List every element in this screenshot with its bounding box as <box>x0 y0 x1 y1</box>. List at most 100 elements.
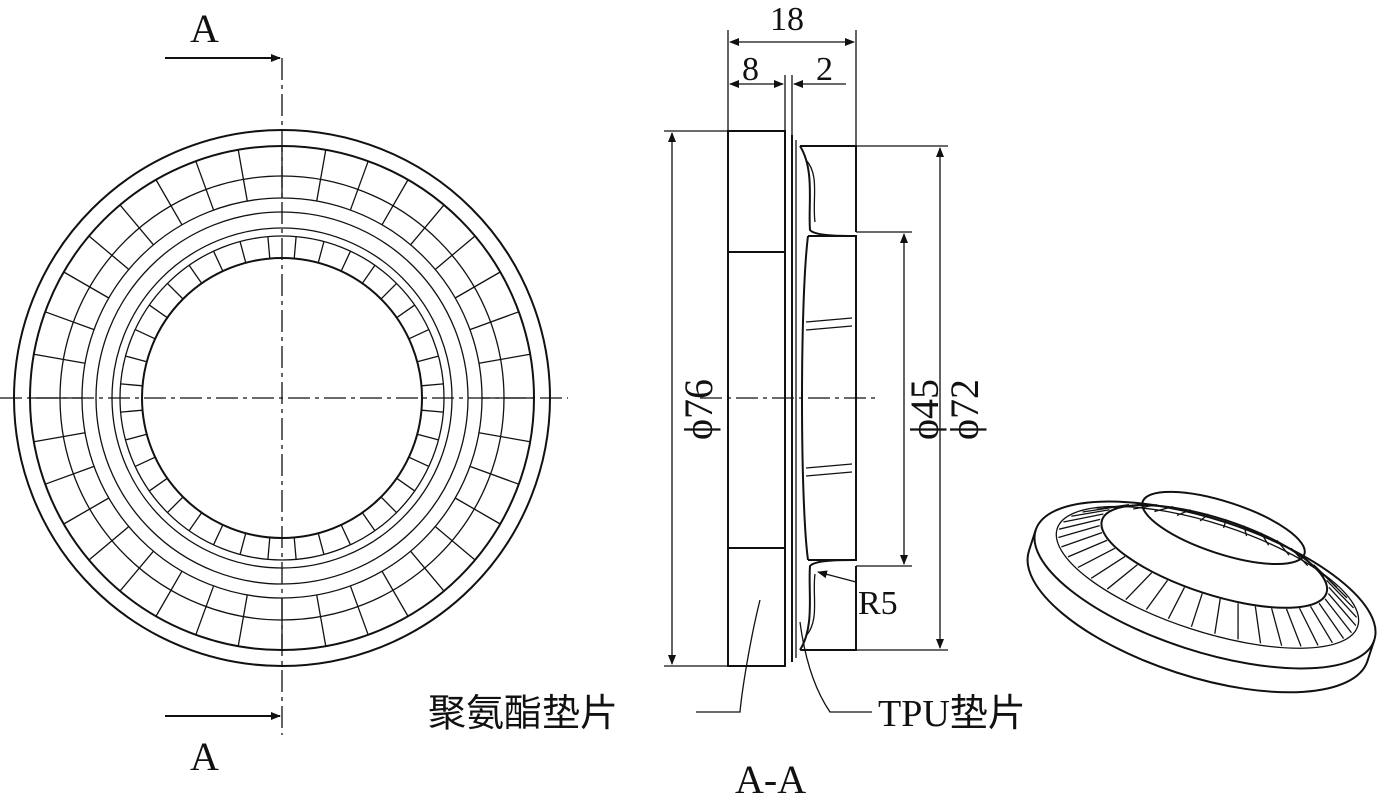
iso-rib-line <box>1276 539 1290 556</box>
rib-line <box>155 570 183 617</box>
rib-line <box>454 497 501 525</box>
rib-line <box>469 465 520 485</box>
rib-line <box>349 585 369 636</box>
rib-line <box>188 512 203 532</box>
pu-pad-section-top <box>727 130 786 253</box>
rib-line <box>434 526 476 561</box>
rib-line <box>421 383 444 387</box>
rib-line <box>155 179 183 226</box>
iso-rib-line <box>1270 608 1283 646</box>
rib-line <box>134 456 156 468</box>
rib-line <box>340 250 352 272</box>
rib-line <box>293 236 297 259</box>
rib-line <box>381 570 409 617</box>
rib-line <box>188 264 203 284</box>
iso-rib-line <box>1327 593 1357 627</box>
iso-bore <box>1141 490 1306 566</box>
rib-line <box>166 282 184 300</box>
rib-line <box>478 353 531 364</box>
iso-rib-line <box>1071 509 1110 517</box>
rib-line <box>44 465 95 485</box>
radius-leader <box>817 570 857 583</box>
section-title: A-A <box>735 757 806 799</box>
dim-outer-diameter: ϕ76 <box>676 379 721 440</box>
dim-radius: R5 <box>858 585 898 622</box>
tpu-pad-leader <box>799 621 872 713</box>
section-view: 18 8 2 ϕ76 ϕ45 ϕ72 R5 聚氨酯垫片 TPU垫片 A-A <box>428 1 1026 799</box>
iso-rib-line <box>1067 539 1108 558</box>
rib-line <box>396 477 416 492</box>
section-mark-top: A <box>190 6 219 51</box>
rib-line <box>88 526 130 561</box>
iso-rib-line <box>1058 518 1101 530</box>
label-tpu-pad: TPU垫片 <box>878 693 1026 735</box>
rib-line <box>361 512 376 532</box>
iso-ribs <box>1058 503 1358 647</box>
iso-rib-line <box>1324 598 1353 634</box>
rib-line <box>396 304 416 319</box>
iso-rib-line <box>1309 606 1333 644</box>
rib-line <box>148 477 168 492</box>
iso-rib-line <box>1096 504 1130 510</box>
rib-line <box>421 409 444 413</box>
rib-line <box>239 533 247 555</box>
iso-rib-line <box>1326 579 1355 609</box>
rib-line <box>166 496 184 514</box>
iso-rib-line <box>1058 525 1100 539</box>
pu-pad-section-bottom <box>727 547 786 667</box>
rib-line <box>239 241 247 263</box>
rib-line <box>293 537 297 560</box>
rib-line <box>410 550 445 592</box>
iso-rib-line <box>1090 555 1126 579</box>
iso-rib-line <box>1254 606 1262 644</box>
rib-line <box>119 550 154 592</box>
rib-line <box>361 264 376 284</box>
iso-rib-line <box>1145 579 1169 610</box>
rib-line <box>469 311 520 331</box>
iso-rib-line <box>1298 607 1319 646</box>
rib-line <box>33 432 86 443</box>
dim-gap: 2 <box>816 51 833 88</box>
iso-rib-line <box>1328 586 1358 618</box>
label-polyurethane-pad: 聚氨酯垫片 <box>428 693 618 735</box>
rib-line <box>434 235 476 270</box>
rib-line <box>410 204 445 246</box>
iso-rib-line <box>1290 547 1309 567</box>
rib-line <box>63 271 110 299</box>
rib-line <box>349 160 369 211</box>
rib-line <box>125 355 147 363</box>
rib-line <box>237 149 248 202</box>
rib-line <box>380 282 398 300</box>
pu-pad-leader <box>696 599 761 713</box>
dim-pu-thickness: 8 <box>742 51 759 88</box>
dim-tpu-outer-diameter: ϕ72 <box>942 379 987 440</box>
iso-rib-line <box>1260 532 1270 546</box>
rib-line <box>417 433 439 441</box>
iso-rib-line <box>1133 504 1158 510</box>
rib-slit-upper-2 <box>805 325 853 331</box>
iso-rib-line <box>1243 525 1248 537</box>
iso-rib-line <box>1063 513 1104 523</box>
rib-line <box>454 271 501 299</box>
rib-line <box>212 524 224 546</box>
iso-rib-line <box>1176 509 1191 517</box>
rib-slit-upper <box>805 317 853 323</box>
rib-line <box>134 328 156 340</box>
iso-rib-line <box>1061 532 1103 548</box>
rib-line <box>195 585 215 636</box>
iso-rib-line <box>1285 608 1302 647</box>
rib-slit-lower-2 <box>805 471 853 477</box>
isometric-view <box>1026 490 1377 694</box>
rib-line <box>408 456 430 468</box>
rib-line <box>478 432 531 443</box>
iso-rib-line <box>1113 503 1143 509</box>
rib-slit-lower <box>805 463 853 469</box>
rib-line <box>212 250 224 272</box>
iso-rib-line <box>1222 519 1227 529</box>
rib-line <box>120 383 143 387</box>
iso-rib-line <box>1237 603 1239 640</box>
rib-line <box>195 160 215 211</box>
rib-line <box>316 594 327 647</box>
iso-rib-line <box>1303 555 1325 577</box>
